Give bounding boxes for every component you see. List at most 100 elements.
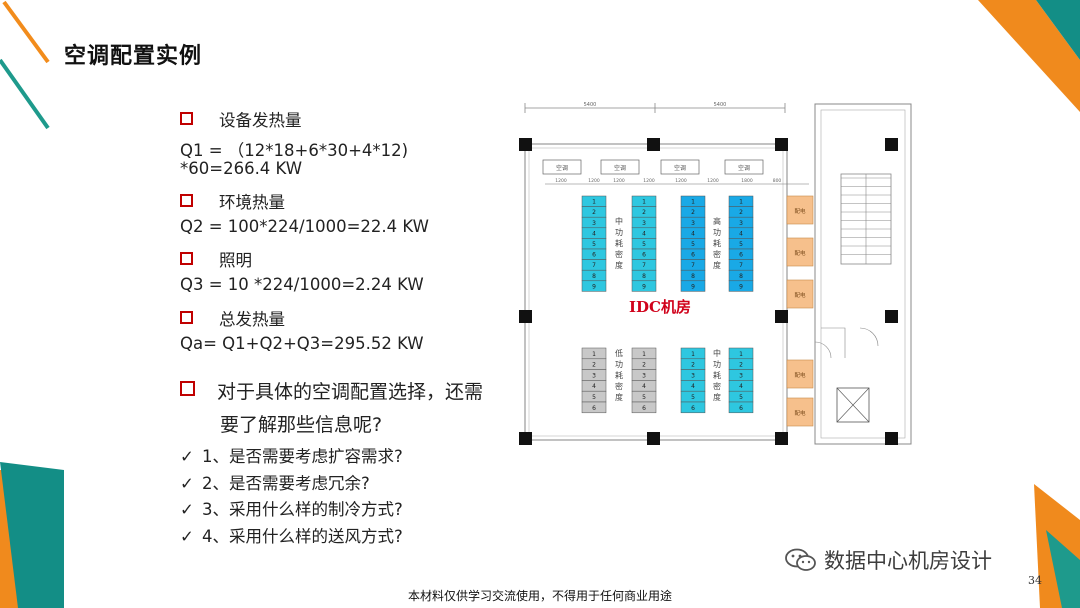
dim-label-left: 5400 — [584, 102, 597, 108]
rack-number: 5 — [739, 394, 743, 401]
pillars — [519, 138, 898, 445]
zone-label-char: 耗 — [713, 371, 721, 380]
check-item-3: ✓3、采用什么样的制冷方式? — [180, 496, 403, 520]
zone-label-char: 功 — [713, 227, 721, 237]
rack-number: 8 — [739, 273, 743, 280]
zone-label-char: 密 — [713, 249, 721, 259]
rack-number: 1 — [691, 199, 695, 206]
rack-number: 3 — [642, 220, 646, 227]
rack-number: 5 — [691, 241, 695, 248]
zone-label-char: 耗 — [713, 239, 721, 248]
check-label: 3、采用什么样的制冷方式? — [202, 500, 403, 519]
bullet-lighting: 照明 — [180, 247, 252, 271]
rack-number: 9 — [592, 283, 596, 290]
square-bullet-icon — [180, 194, 193, 207]
rack-number: 1 — [592, 199, 596, 206]
rack-number: 9 — [691, 283, 695, 290]
spacing-label: 1200 — [555, 178, 567, 184]
ac-unit — [542, 159, 582, 175]
wechat-icon — [785, 548, 816, 571]
square-bullet-icon — [180, 112, 193, 125]
rack-number: 4 — [642, 230, 646, 237]
spacing-label: 1200 — [643, 178, 655, 184]
page-number: 34 — [1028, 574, 1042, 587]
bullet-total-heat: 总发热量 — [180, 306, 285, 330]
formula-qa: Qa= Q1+Q2+Q3=295.52 KW — [180, 334, 424, 353]
rack-cell — [728, 280, 754, 292]
rack-number: 3 — [642, 372, 646, 379]
rack-number: 9 — [739, 283, 743, 290]
rack-number: 3 — [592, 220, 596, 227]
question-line2: 要了解那些信息呢? — [220, 414, 383, 436]
checkmark-icon: ✓ — [180, 527, 194, 546]
power-panel-label: 配电 — [794, 207, 806, 215]
rack-number: 6 — [739, 405, 743, 412]
spacing-label: 1200 — [613, 178, 625, 184]
question-line1: 对于具体的空调配置选择，还需 — [217, 381, 484, 403]
bullet-label: 环境热量 — [219, 193, 285, 212]
pillar — [775, 310, 788, 323]
rack-number: 7 — [691, 262, 695, 269]
rack-rows: 1234567891234567891234567891234567891234… — [581, 195, 754, 414]
pillar — [885, 432, 898, 445]
rack-number: 8 — [691, 273, 695, 280]
rack-number: 1 — [642, 199, 646, 206]
check-label: 2、是否需要考虑冗余? — [202, 474, 370, 493]
power-panel-label: 配电 — [794, 249, 806, 257]
bullet-label: 设备发热量 — [219, 111, 302, 130]
power-panel-label: 配电 — [794, 291, 806, 299]
power-panel-label: 配电 — [794, 409, 806, 417]
rack-number: 5 — [739, 241, 743, 248]
rack-number: 7 — [739, 262, 743, 269]
rack-number: 4 — [739, 383, 743, 390]
zone-label-char: 高 — [713, 216, 721, 226]
ac-unit-label: 空调 — [738, 164, 750, 172]
check-item-2: ✓2、是否需要考虑冗余? — [180, 470, 370, 494]
power-panel-label: 配电 — [794, 371, 806, 379]
zone-label-char: 耗 — [615, 239, 623, 248]
rack-number: 6 — [592, 252, 596, 259]
formula-q1-line1: Q1 = （12*18+6*30+4*12) — [180, 141, 409, 160]
rack-number: 3 — [691, 372, 695, 379]
dim-label-right: 5400 — [714, 102, 727, 108]
rack-number: 5 — [642, 241, 646, 248]
zone-label-char: 中 — [615, 216, 623, 226]
pillar — [647, 432, 660, 445]
zone-label-char: 度 — [615, 392, 623, 402]
zone-label-char: 中 — [713, 348, 721, 358]
rack-number: 4 — [642, 383, 646, 390]
rack-cell — [680, 280, 706, 292]
rack-cell — [581, 280, 607, 292]
slide-title: 空调配置实例 — [64, 44, 203, 69]
rack-number: 2 — [642, 362, 646, 369]
check-item-1: ✓1、是否需要考虑扩容需求? — [180, 443, 403, 467]
spacing-label: 1200 — [675, 178, 687, 184]
rack-number: 4 — [691, 230, 695, 237]
rack-number: 5 — [642, 394, 646, 401]
zone-label-char: 密 — [615, 249, 623, 259]
pillar — [519, 310, 532, 323]
formula-q2: Q2 = 100*224/1000=22.4 KW — [180, 217, 429, 236]
bullet-environment-heat: 环境热量 — [180, 189, 285, 213]
rack-cell — [680, 401, 706, 414]
formula-q3: Q3 = 10 *224/1000=2.24 KW — [180, 275, 424, 294]
bullet-equipment-heat: 设备发热量 — [180, 107, 302, 131]
square-bullet-icon — [180, 311, 193, 324]
rack-number: 1 — [739, 351, 743, 358]
rack-number: 1 — [739, 199, 743, 206]
zone-label-char: 低 — [615, 348, 623, 358]
rack-number: 6 — [739, 252, 743, 259]
power-panel — [786, 359, 814, 389]
ac-unit — [600, 159, 640, 175]
zone-label-char: 密 — [615, 381, 623, 391]
ac-unit-label: 空调 — [674, 164, 686, 172]
rack-number: 5 — [592, 394, 596, 401]
rack-number: 6 — [691, 252, 695, 259]
rack-number: 2 — [739, 209, 743, 216]
pillar — [519, 432, 532, 445]
rack-number: 2 — [691, 209, 695, 216]
watermark: 数据中心机房设计 — [784, 545, 992, 575]
